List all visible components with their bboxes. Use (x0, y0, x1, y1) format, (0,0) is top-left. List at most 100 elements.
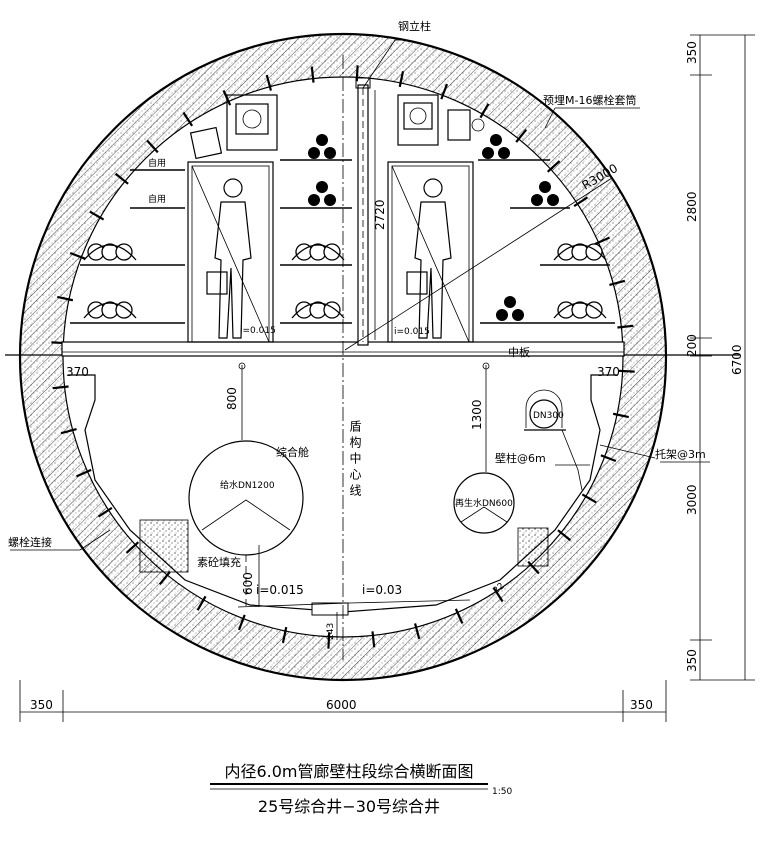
inner-dimensions (238, 90, 613, 640)
cable-trefoil (324, 194, 336, 206)
door-frame-right (387, 161, 474, 343)
bolt-tick (76, 468, 92, 478)
bolt-tick (454, 608, 464, 624)
person-right-icon (406, 178, 452, 339)
label-concrete-fill: 素砼填充 (197, 555, 241, 569)
bolt-tick (97, 506, 113, 518)
cable-trefoil (316, 181, 328, 193)
dim-600: 600 (241, 572, 255, 595)
dim-243: 243 (326, 623, 336, 640)
bolt-tick (492, 587, 504, 603)
dim-370-right: 370 (597, 365, 620, 379)
bolt-tick (89, 210, 105, 221)
cable-trefoil (504, 296, 516, 308)
bolt-tick (146, 139, 159, 154)
bolt-tick (414, 623, 421, 640)
cable-bundle (323, 301, 341, 319)
label-slope-lower-left: i=0.015 (256, 583, 304, 597)
dim-right-2800: 2800 (685, 191, 699, 222)
drain-sump (311, 602, 349, 616)
dim-1300: 1300 (470, 399, 484, 430)
cable-bundle (115, 301, 133, 319)
bolt-tick (600, 454, 617, 463)
title-block: 内径6.0m管廊壁柱段综合横断面图 25号综合井−30号综合井 1:50 (210, 762, 512, 816)
bolt-tick (594, 236, 610, 246)
cable-bundle-wrap (553, 244, 607, 261)
pipe-dn1200 (188, 440, 304, 610)
bolt-tick (196, 595, 207, 611)
bolt-tick (114, 172, 129, 185)
dim-right-3000: 3000 (685, 484, 699, 515)
cable-bundle-wrap (291, 302, 345, 319)
label-slope-upper-right: i=0.015 (394, 327, 430, 337)
dim-bottom-6000: 6000 (326, 698, 357, 712)
label-bracket: 托架@3m (655, 447, 706, 461)
label-bolt-connection: 螺栓连接 (8, 535, 52, 549)
cable-bundle-wrap (291, 244, 345, 261)
dim-bottom-350-left: 350 (30, 698, 53, 712)
bolt-tick (479, 103, 490, 119)
dim-right-total: 6700 (730, 344, 744, 375)
bolt-tick (609, 279, 626, 286)
dim-right-350-bottom: 350 (685, 649, 699, 672)
cable-trefoil (496, 309, 508, 321)
cable-trefoil (324, 147, 336, 159)
bolt-tick (265, 74, 272, 91)
pipe-dn600 (453, 472, 515, 534)
bolt-tick (440, 83, 449, 100)
cable-trefoil (308, 194, 320, 206)
bolt-tick (52, 385, 69, 390)
cable-trefoil (482, 147, 494, 159)
title-scale: 1:50 (492, 787, 512, 797)
label-steel-column: 钢立柱 (398, 19, 431, 33)
bolt-tick (310, 66, 315, 83)
label-water-supply: 给水DN1200 (220, 479, 275, 491)
bolt-tick (515, 128, 528, 143)
bolt-tick (60, 428, 77, 435)
label-shield-centerline: 盾构中心线 (348, 420, 362, 500)
cable-trefoil (547, 194, 559, 206)
dim-2720: 2720 (373, 199, 387, 230)
label-slope-upper-left: i=0.015 (240, 326, 276, 336)
cable-trefoil (539, 181, 551, 193)
cable-trefoil (490, 134, 502, 146)
label-slope-lower-right: i=0.03 (362, 583, 402, 597)
cable-trefoil (308, 147, 320, 159)
label-embedded-bolt: 预埋M-16螺栓套筒 (543, 93, 636, 107)
title-main: 内径6.0m管廊壁柱段综合横断面图 (224, 762, 473, 781)
cable-bundle (323, 243, 341, 261)
cable-trefoil (316, 134, 328, 146)
dim-right-200: 200 (685, 334, 699, 357)
bolt-tick (237, 614, 246, 631)
bolt-tick (327, 632, 331, 649)
cable-bundle-wrap (83, 302, 137, 319)
label-middle-plate: 中板 (508, 345, 530, 359)
door-frame-left (187, 161, 274, 343)
bolt-tick (371, 631, 376, 648)
dim-370-left: 370 (66, 365, 89, 379)
bolt-tick (546, 160, 561, 173)
bolt-tick (158, 571, 171, 586)
cable-racks (70, 134, 615, 324)
bolt-tick (182, 111, 194, 127)
bolt-tick (125, 541, 140, 554)
cable-bundle-wrap (553, 302, 607, 319)
cable-bundle (585, 243, 603, 261)
bolt-tick (398, 71, 405, 88)
concrete-fill-right (517, 527, 549, 567)
label-reclaimed-water: 再生水DN600 (455, 497, 513, 509)
bolt-tick (618, 369, 635, 373)
cable-trefoil (512, 309, 524, 321)
label-wall-column: 壁柱@6m (495, 451, 546, 465)
person-left-icon (206, 178, 252, 339)
label-comprehensive-cabin: 综合舱 (276, 445, 309, 459)
bolt-tick (573, 196, 589, 208)
cable-bundle (115, 243, 133, 261)
cable-bundle-wrap (83, 244, 137, 261)
cable-trefoil (531, 194, 543, 206)
bolt-tick (69, 251, 86, 260)
bolt-tick (612, 412, 629, 419)
dim-800: 800 (225, 387, 239, 410)
right-dimension-chain (690, 34, 755, 681)
